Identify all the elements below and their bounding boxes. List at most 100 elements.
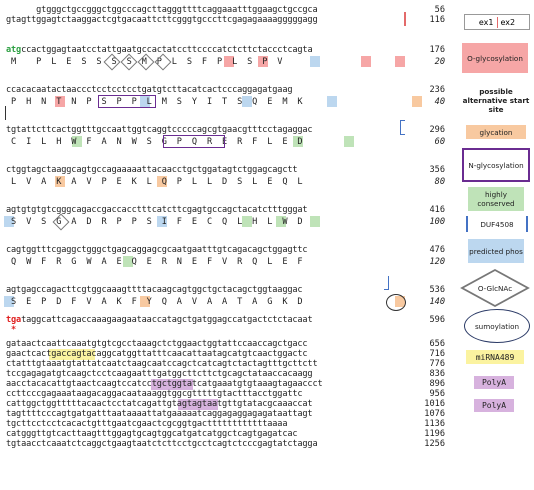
nt-number: 716 (429, 349, 445, 359)
nt-row: cattggctggtttttacaactcctatcagattgtagtagt… (6, 399, 313, 409)
nt-number: 596 (429, 315, 445, 325)
alt-start-line (5, 106, 6, 120)
alt-start-legend: possible alternative start site (462, 86, 530, 114)
aa-number: 100 (429, 217, 445, 227)
polya-site-2 (178, 399, 218, 410)
duf4508-legend: DUF4508 (466, 216, 528, 232)
nt-number: 416 (429, 205, 445, 215)
aa-text: C I L H W F A N W S G P Q R E R F L E D (6, 137, 303, 147)
nt-number: 56 (434, 5, 445, 15)
nt-row: tagttttcccagtgatgatttaataaaattatgaaaaatc… (6, 409, 313, 419)
aa-row: M P L E S S S S M P L S F P L S P V (6, 57, 282, 67)
o-glycosylation-site-s2 (361, 56, 371, 67)
conserved-q1 (293, 136, 303, 147)
nt-text: ccacacaatactaaccctcctcctcctgatgtcttacatc… (6, 85, 293, 95)
nt-number: 236 (429, 85, 445, 95)
nt-number: 536 (429, 285, 445, 295)
aa-row: S V S G A D R P P S I F E C Q L H L W D (6, 217, 303, 227)
nt-text: ccttcccgagaaataagacaggacaataaaggtggcgttt… (6, 389, 303, 399)
phos-site-s7 (157, 216, 167, 227)
aa-number: 80 (434, 177, 445, 187)
phos-site-s4 (242, 96, 252, 107)
sumoylation-legend: sumoylation (464, 309, 530, 343)
nt-row: tccgagagatgtcaagctcctcaagaatttgatggcttct… (6, 369, 313, 379)
nt-text: ctatttgtaaatgtattatcaatctaagcaatccagctca… (6, 359, 318, 369)
phos-site-s5 (327, 96, 337, 107)
aa-row: * (6, 325, 16, 335)
aa-text: M P L E S S S S M P L S F P L S P V (6, 57, 283, 67)
start-codon: atg (6, 45, 22, 55)
glycation-legend: glycation (466, 125, 526, 139)
aa-text: S E P D F V A K F Y Q A V A A T A G K D (6, 297, 303, 307)
aa-row: Q W F R G W A E Q E R N E F V R Q L E F (6, 257, 303, 267)
aa-number: 20 (434, 57, 445, 67)
predicted-phos-legend: predicted phos (468, 239, 524, 263)
nt-row: tgcttcctcctcacactgtttgaatcgaactcgcggtgac… (6, 419, 287, 429)
nt-text: tgcttcctcctcacactgtttgaatcgaactcgcggtgac… (6, 419, 288, 429)
nt-text: tccgagagatgtcaagctcctcaagaatttgatggcttct… (6, 369, 313, 379)
nt-text: cagtggtttcgaggctgggctgagcaggagcgcaatgaat… (6, 245, 308, 255)
nt-text: tgtaacctcaaatctcaggctgaagtaatctcttcctgcc… (6, 439, 318, 449)
nt-text: tagttttcccagtgatgatttaataaaattatgaaaaatc… (6, 409, 313, 419)
exon-boundary-line (404, 12, 406, 26)
polya-site-1 (151, 379, 193, 390)
nt-row: gaactcactgaccagtacaggcatggttatttcaacatta… (6, 349, 308, 359)
nt-text: agtgtgtgtcgggcagaccgaccacctttcatcttcgagt… (6, 205, 308, 215)
aa-text: P H N T N P S P P L M S Y I T S Q E M K (6, 97, 303, 107)
aa-text: L V A K A V P E K L Q P L L D S L E Q L (6, 177, 303, 187)
nt-number: 476 (429, 245, 445, 255)
stop-codon: tga (6, 315, 22, 325)
exon-legend: ex1 ex2 (464, 14, 530, 30)
nt-number: 1196 (424, 429, 445, 439)
polya-legend-1: PolyA (474, 376, 514, 389)
n-glycosylation-legend: N-glycosylation (462, 148, 530, 182)
nt-row: gtgggctgccgggctggcccagcttagggttttcaggaaa… (6, 5, 317, 15)
nt-text: ccactggagtaatcctattgaatgccactatccttcccca… (21, 45, 313, 55)
nt-number: 656 (429, 339, 445, 349)
nt-text: catgggttgtcacttaagtttggagtgcagtggcatgatc… (6, 429, 298, 439)
nt-text: aacctacacattgtaactcaagtccatcctgctggtatca… (6, 379, 323, 389)
nt-row: gataactcaattcaaatgtgtcgcctaaagctctggaact… (6, 339, 308, 349)
nt-text: gtagttggagtctaaggactcgtgacaattcttcgggtgc… (6, 15, 318, 25)
aa-number: 60 (434, 137, 445, 147)
aa-row: L V A K A V P E K L Q P L L D S L E Q L (6, 177, 303, 187)
nt-row: gtagttggagtctaaggactcgtgacaattcttcgggtgc… (6, 15, 318, 25)
nt-row: tgataggcattcagaccaaagaagaataaccatagctgat… (6, 315, 313, 325)
nt-number: 1136 (424, 419, 445, 429)
sumoylation-circle (386, 294, 406, 311)
glycation-site-k1 (412, 96, 422, 107)
nt-text: gataactcaattcaaatgtgtcgcctaaagctctggaact… (6, 339, 308, 349)
aa-row: P H N T N P S P P L M S Y I T S Q E M K (6, 97, 303, 107)
nt-row: catgggttgtcacttaagtttggagtgcagtggcatgatc… (6, 429, 298, 439)
nt-number: 116 (429, 15, 445, 25)
nt-text: tgtattcttcactggtttgccaattggtcaggtcccccag… (6, 125, 313, 135)
nt-text: taggcattcagaccaaagaagaataaccatagctgatgga… (21, 315, 313, 325)
conserved-l1 (276, 216, 286, 227)
nt-number: 896 (429, 379, 445, 389)
nt-row: atgccactggagtaatcctattgaatgccactatccttcc… (6, 45, 313, 55)
nt-number: 176 (429, 45, 445, 55)
stop-asterisk: * (6, 325, 17, 335)
o-glcnac-legend-label: O-GlcNAc (477, 283, 513, 293)
nt-number: 1256 (424, 439, 445, 449)
nt-text: cattggctggtttttacaactcctatcagattgtagtagt… (6, 399, 313, 409)
conserved-w1 (72, 136, 82, 147)
conserved-f1 (344, 136, 354, 147)
nt-text: gtgggctgccgggctggcccagcttagggttttcaggaaa… (6, 5, 318, 15)
conserved-c1 (242, 216, 252, 227)
o-glycosylation-legend: O-glycosylation (462, 43, 528, 73)
o-glycosylation-site-s (224, 56, 234, 67)
nt-number: 296 (429, 125, 445, 135)
nt-row: ctatttgtaaatgtattatcaatctaagcaatccagctca… (6, 359, 318, 369)
nt-text: gaactcactgaccagtacaggcatggttatttcaacatta… (6, 349, 308, 359)
aa-number: 120 (429, 257, 445, 267)
aa-row: S E P D F V A K F Y Q A V A A T A G K D (6, 297, 303, 307)
duf4508-bracket-start (400, 120, 405, 135)
nt-row: ccacacaatactaaccctcctcctcctgatgtcttacatc… (6, 85, 293, 95)
nt-row: cagtggtttcgaggctgggctgagcaggagcgcaatgaat… (6, 245, 308, 255)
glycation-site-k2 (55, 176, 65, 187)
nt-row: agtgagccagacttcgtggcaaagttttacaagcagtggc… (6, 285, 303, 295)
glycation-site-k4 (140, 296, 150, 307)
aa-number: 140 (429, 297, 445, 307)
nt-number: 1076 (424, 409, 445, 419)
